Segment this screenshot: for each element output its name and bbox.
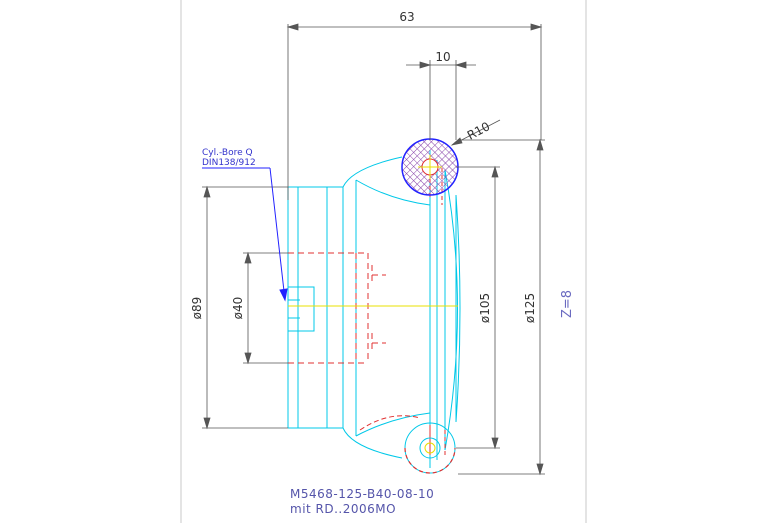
bore-keyway [288,286,315,332]
dim-89-label: ø89 [190,297,204,320]
dimension-lines [202,23,545,476]
insert-red-lines [359,165,446,455]
teeth-count-label: Z=8 [560,290,575,318]
top-insert-circle [401,138,459,196]
dim-125-label: ø125 [523,293,537,323]
cutter-body-outline [287,150,461,468]
dim-10-label: 10 [435,50,450,64]
callout-bore-label: Cyl.-Bore Q [202,148,253,158]
dim-63-label: 63 [399,10,414,24]
dim-105-label: ø105 [478,293,492,323]
bottom-insert-circle [404,422,456,474]
callout-din-label: DIN138/912 [202,158,256,168]
hidden-bore-lines [288,252,386,364]
dim-40-label: ø40 [231,297,245,320]
callout-leader [202,167,288,302]
dim-r10-label: R10 [465,119,492,142]
title-note: mit RD..2006MO [290,502,396,516]
title-part-number: M5468-125-B40-08-10 [290,487,434,501]
